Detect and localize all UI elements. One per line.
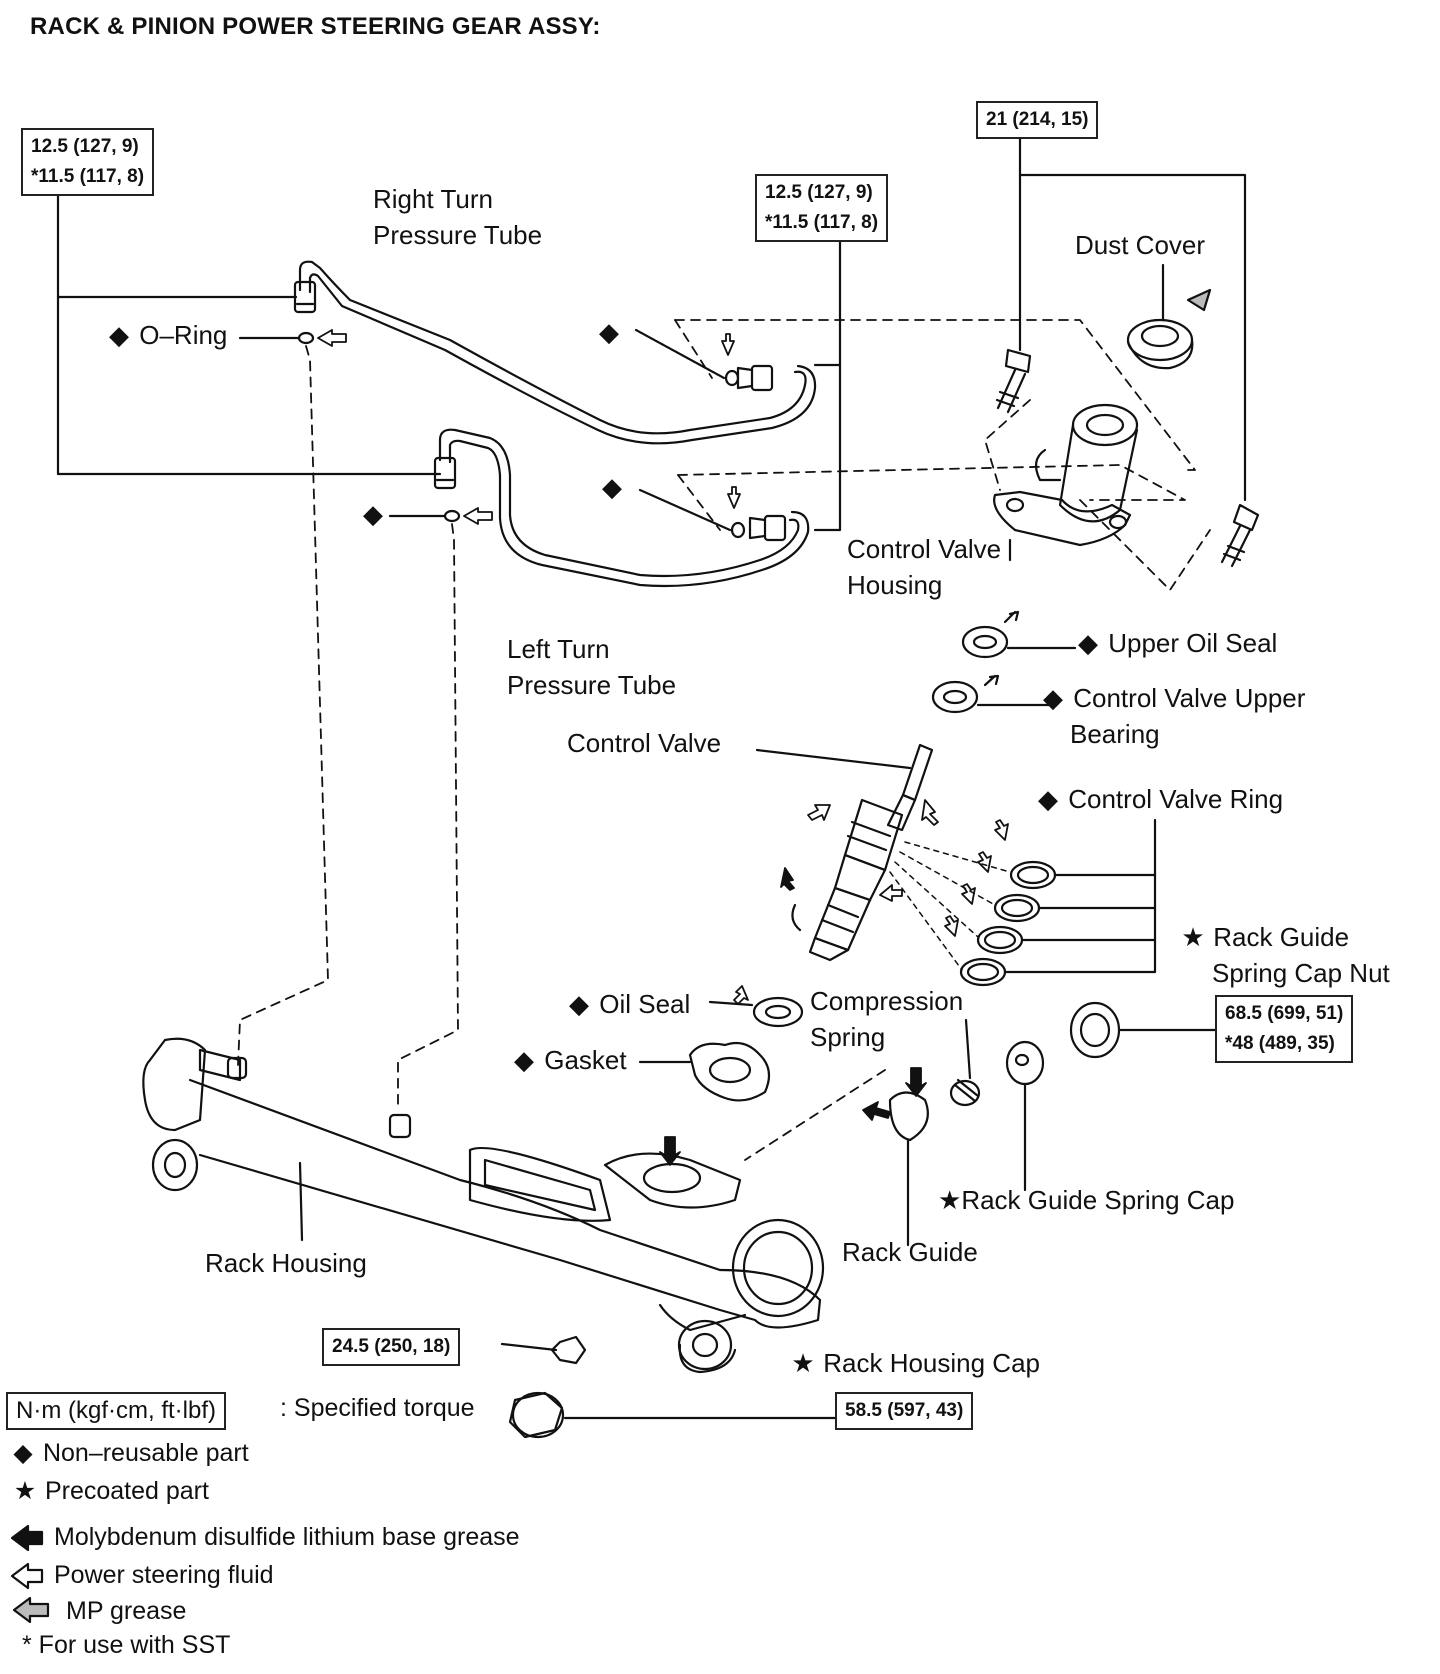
upper-oil-seal-text: Upper Oil Seal: [1108, 628, 1278, 658]
label-oil-seal: ◆ Oil Seal: [566, 987, 690, 1021]
label-cv-upper-bearing-line1: ◆ Control Valve Upper: [1040, 681, 1305, 715]
control-valve-housing: [993, 403, 1139, 562]
precoated-star-icon: ★: [791, 1348, 815, 1378]
torque-center-standard: 12.5 (127, 9): [765, 182, 873, 203]
oil-seal-text: Oil Seal: [599, 989, 691, 1019]
torque-box-left: 12.5 (127, 9) *11.5 (117, 8): [21, 128, 155, 196]
o-ring-text: O–Ring: [139, 320, 228, 350]
left-turn-pressure-tube: [433, 428, 810, 588]
dust-cover: [1126, 263, 1212, 370]
torque-nut: 24.5 (250, 18): [332, 1336, 451, 1357]
dashed-alignment-lines: [237, 319, 1211, 1161]
housing-bolts: [995, 348, 1260, 568]
legend-arrow-glyphs: [10, 1524, 50, 1624]
label-control-valve: Control Valve: [567, 728, 722, 758]
upper-oil-seal-and-bearing: [931, 610, 1077, 714]
diamond-upper-tube-oring: ◆: [596, 315, 622, 349]
bolt-torque-leaders: [1018, 131, 1247, 502]
precoated-star-icon: ★: [13, 1477, 37, 1505]
rack-guide-spring-cap-text: Rack Guide Spring Cap: [961, 1185, 1235, 1215]
legend-precoated: ★ Precoated part: [12, 1474, 209, 1508]
torque-left-sst: *11.5 (117, 8): [31, 166, 145, 187]
o-ring-marks: [238, 328, 746, 539]
label-compression-spring-line1: Compression: [810, 986, 964, 1016]
non-reusable-diamond-icon: ◆: [363, 499, 383, 529]
nut-and-housing-cap: [500, 1335, 837, 1439]
legend-specified-torque: : Specified torque: [280, 1394, 475, 1422]
legend-mp-grease: MP grease: [66, 1597, 187, 1625]
torque-cap-nut-sst: *48 (489, 35): [1225, 1033, 1335, 1054]
torque-bolt: 21 (214, 15): [986, 109, 1089, 130]
torque-left-standard: 12.5 (127, 9): [31, 136, 139, 157]
oil-seal-and-gasket: [638, 996, 804, 1102]
rack-housing: [142, 1037, 825, 1374]
rack-housing-cap-text: Rack Housing Cap: [823, 1348, 1041, 1378]
torque-box-center: 12.5 (127, 9) *11.5 (117, 8): [755, 174, 889, 242]
torque-box-cap-nut: 68.5 (699, 51) *48 (489, 35): [1215, 995, 1354, 1063]
label-rack-housing: Rack Housing: [205, 1248, 367, 1278]
legend-non-reusable: ◆ Non–reusable part: [10, 1436, 249, 1470]
rack-guide-parts: [888, 1001, 1217, 1247]
label-right-turn-tube-line1: Right Turn: [373, 184, 493, 214]
label-upper-oil-seal: ◆ Upper Oil Seal: [1075, 626, 1277, 660]
label-control-valve-housing-line1: Control Valve: [847, 534, 1002, 564]
precoated-star-icon: ★: [1181, 922, 1205, 952]
non-reusable-diamond-icon: ◆: [1043, 683, 1063, 713]
rack-guide-spring-cap-nut-text: Rack Guide: [1213, 922, 1350, 952]
gasket-text: Gasket: [544, 1045, 627, 1075]
cv-upper-bearing-text: Control Valve Upper: [1073, 683, 1306, 713]
diamond-left-tube-oring: ◆: [360, 497, 386, 531]
label-control-valve-housing-line2: Housing: [847, 570, 943, 600]
non-reusable-diamond-icon: ◆: [569, 989, 589, 1019]
label-o-ring: ◆ O–Ring: [106, 318, 227, 352]
torque-center-sst: *11.5 (117, 8): [765, 212, 879, 233]
lubrication-arrows: [317, 329, 1009, 1166]
torque-box-housing-cap: 58.5 (597, 43): [835, 1392, 974, 1430]
non-reusable-diamond-icon: ◆: [602, 472, 622, 502]
diamond-lower-tube-oring: ◆: [599, 470, 625, 504]
non-reusable-diamond-icon: ◆: [514, 1045, 534, 1075]
label-cv-upper-bearing-line2: Bearing: [1070, 719, 1160, 749]
non-reusable-diamond-icon: ◆: [1038, 784, 1058, 814]
control-valve-rings: [889, 818, 1157, 987]
right-turn-pressure-tube: [293, 260, 817, 445]
label-left-turn-tube-line2: Pressure Tube: [507, 670, 677, 700]
non-reusable-diamond-icon: ◆: [109, 320, 129, 350]
label-rack-guide: Rack Guide: [842, 1237, 978, 1267]
non-reusable-diamond-icon: ◆: [13, 1439, 33, 1467]
non-reusable-diamond-icon: ◆: [599, 317, 619, 347]
label-dust-cover: Dust Cover: [1075, 230, 1206, 260]
page-title: RACK & PINION POWER STEERING GEAR ASSY:: [30, 13, 601, 40]
label-gasket: ◆ Gasket: [511, 1043, 627, 1077]
label-rack-housing-cap: ★ Rack Housing Cap: [790, 1346, 1040, 1380]
legend-ps-fluid: Power steering fluid: [54, 1561, 274, 1589]
label-compression-spring-line2: Spring: [810, 1022, 886, 1052]
center-torque-leaders: [813, 235, 842, 532]
legend-non-reusable-text: Non–reusable part: [42, 1439, 249, 1467]
legend-sst: * For use with SST: [22, 1631, 231, 1659]
legend-unit-box: N·m (kgf·cm, ft·lbf): [6, 1392, 226, 1430]
precoated-star-icon: ★: [938, 1185, 962, 1215]
label-left-turn-tube-line1: Left Turn: [507, 634, 610, 664]
torque-box-bolt: 21 (214, 15): [976, 101, 1099, 139]
label-rack-guide-spring-cap-nut-line2: Spring Cap Nut: [1212, 958, 1390, 988]
torque-housing-cap: 58.5 (597, 43): [845, 1400, 964, 1421]
torque-cap-nut-standard: 68.5 (699, 51): [1225, 1003, 1344, 1024]
control-valve-ring-text: Control Valve Ring: [1068, 784, 1284, 814]
label-right-turn-tube-line2: Pressure Tube: [373, 220, 543, 250]
non-reusable-diamond-icon: ◆: [1078, 628, 1098, 658]
label-control-valve-ring: ◆ Control Valve Ring: [1035, 782, 1283, 816]
control-valve-shaft: [755, 743, 934, 962]
label-rack-guide-spring-cap-nut-line1: ★ Rack Guide: [1180, 920, 1349, 954]
legend-precoated-text: Precoated part: [44, 1477, 209, 1505]
legend-moly-grease: Molybdenum disulfide lithium base grease: [54, 1523, 520, 1551]
label-rack-guide-spring-cap: ★Rack Guide Spring Cap: [938, 1183, 1234, 1217]
torque-box-nut: 24.5 (250, 18): [322, 1328, 461, 1366]
